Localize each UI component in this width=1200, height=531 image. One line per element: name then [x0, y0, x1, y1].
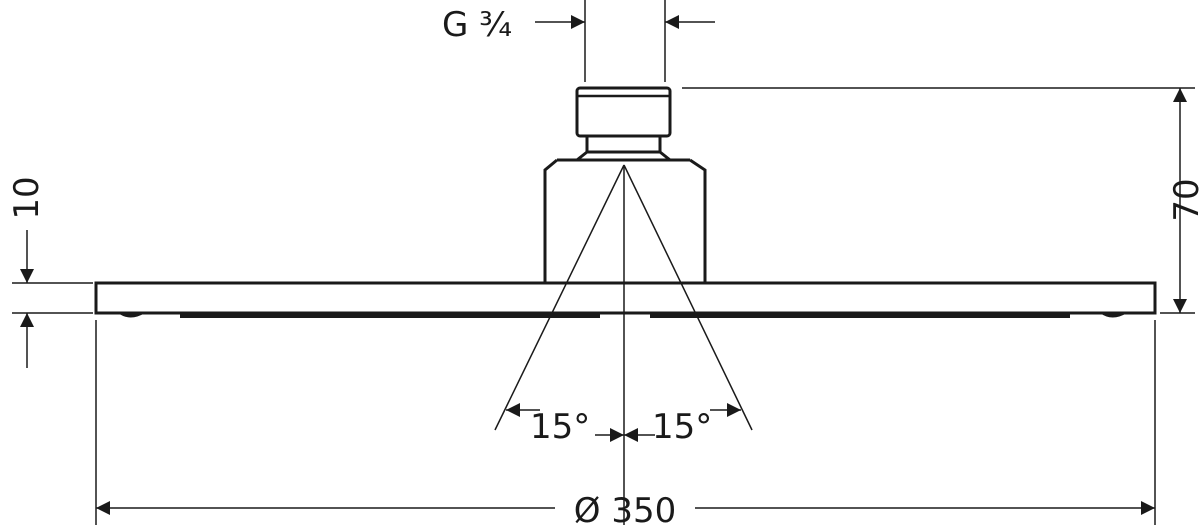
thickness-label: 10 — [7, 176, 47, 219]
nozzle-row — [118, 313, 1127, 318]
diameter-dimension — [95, 320, 1156, 525]
angle-left-label: 15° — [530, 407, 590, 447]
diameter-label: Ø 350 — [574, 491, 676, 531]
thickness-dimension — [12, 230, 93, 368]
shower-plate — [94, 281, 1157, 315]
height-label: 70 — [1167, 178, 1200, 221]
thread-label: G ¾ — [442, 5, 512, 45]
height-dimension — [682, 87, 1195, 314]
spray-angle-lines — [494, 164, 753, 525]
angle-dimension — [506, 403, 741, 442]
connector — [543, 86, 707, 283]
angle-right-label: 15° — [652, 407, 712, 447]
thread-dimension — [535, 0, 715, 82]
